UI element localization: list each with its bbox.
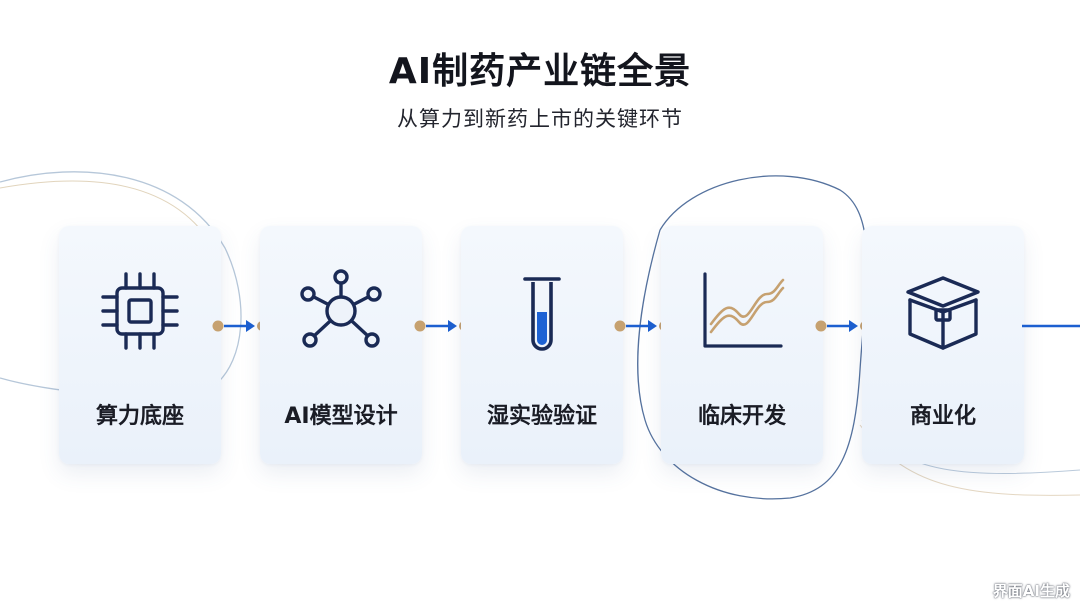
test-tube-icon — [523, 277, 561, 351]
stage-label: 算力底座 — [95, 404, 184, 429]
flow-arrow-1 — [212, 320, 266, 332]
flow-arrow-4 — [815, 320, 869, 332]
page-title: AI制药产业链全景 — [388, 51, 692, 92]
stage-label: 湿实验验证 — [486, 404, 597, 429]
stage-card-commercial: 商业化 — [862, 226, 1024, 464]
molecule-network-icon — [300, 269, 382, 348]
stage-label: AI模型设计 — [284, 404, 398, 429]
line-chart-icon — [703, 272, 785, 348]
flow-arrow-2 — [414, 320, 468, 332]
stage-label: 商业化 — [909, 404, 976, 429]
stage-card-compute: 算力底座 — [59, 226, 221, 464]
flow-arrow-3 — [614, 320, 668, 332]
package-box-icon — [906, 276, 980, 350]
curve-right-loop — [637, 175, 868, 500]
stage-label: 临床开发 — [697, 404, 786, 429]
stage-card-ai-design: AI模型设计 — [260, 226, 422, 464]
cpu-chip-icon — [101, 272, 179, 350]
stage-card-wet-lab: 湿实验验证 — [461, 226, 623, 464]
page-subtitle: 从算力到新药上市的关键环节 — [397, 107, 683, 131]
stage-card-clinical: 临床开发 — [661, 226, 823, 464]
watermark-text: 界面AI生成 — [992, 582, 1070, 600]
flow-tail-line — [1022, 324, 1080, 328]
